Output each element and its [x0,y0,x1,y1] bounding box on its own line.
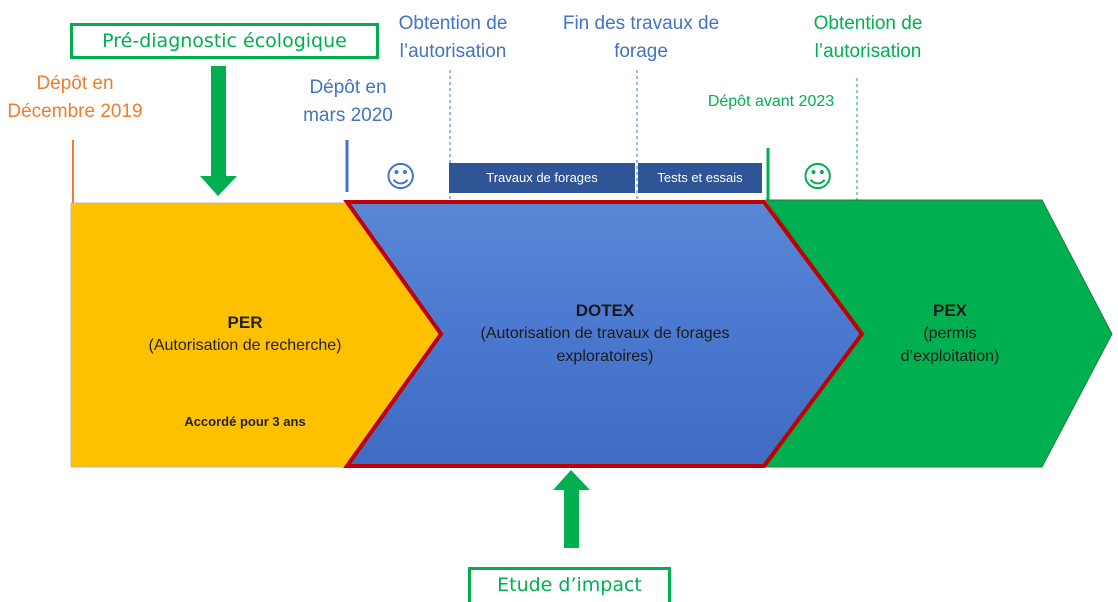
arrow-up-icon [553,470,590,548]
milestone-fin-travaux-line1: Fin des travaux de [562,13,720,34]
dotex-shape [343,200,865,468]
milestone-obtention-1: Obtention de l’autorisation [385,10,521,66]
milestone-obtention-2: Obtention de l’autorisation [800,10,936,66]
pex-subtitle-line1: (permis [923,325,977,342]
milestone-obtention-1-line2: l’autorisation [399,41,507,62]
per-note: Accordé pour 3 ans [184,414,306,429]
milestone-depot-2019: Dépôt en Décembre 2019 [0,70,150,126]
per-label-group: PER (Autorisation de recherche) [100,311,390,357]
milestone-depot-2023: Dépôt avant 2023 [696,88,846,116]
milestone-depot-2020-line1: Dépôt en [309,77,387,98]
per-subtitle: (Autorisation de recherche) [148,337,342,354]
milestone-obtention-2-line1: Obtention de [813,13,923,34]
milestone-depot-2019-line2: Décembre 2019 [7,101,143,122]
milestone-obtention-1-line1: Obtention de [398,13,508,34]
pre-diagnostic-callout: Pré-diagnostic écologique [70,23,379,59]
milestone-fin-travaux-line2: forage [614,41,668,62]
etude-impact-callout: Etude d’impact [468,567,671,602]
travaux-forages-bar: Travaux de forages [449,163,635,193]
milestone-depot-2020: Dépôt en mars 2020 [297,74,399,130]
arrow-down-icon [200,66,237,196]
pex-label-group: PEX (permis d’exploitation) [880,299,1020,368]
milestone-obtention-2-line2: l’autorisation [814,41,922,62]
milestone-depot-2019-line1: Dépôt en [36,73,114,94]
milestone-depot-2023-text: Dépôt avant 2023 [707,93,835,110]
pex-title: PEX [932,301,968,320]
smiley-blue-icon: ☺ [385,160,417,195]
per-title: PER [227,313,263,332]
dotex-subtitle-line1: (Autorisation de travaux de forages [480,325,730,342]
smiley-green-icon: ☺ [802,160,834,195]
dotex-subtitle-line2: exploratoires) [556,348,654,365]
pex-subtitle-line2: d’exploitation) [900,348,1000,365]
dotex-title: DOTEX [575,301,635,320]
milestone-depot-2020-line2: mars 2020 [303,105,393,126]
dotex-label-group: DOTEX (Autorisation de travaux de forage… [440,299,770,368]
tests-essais-bar: Tests et essais [638,163,762,193]
milestone-fin-travaux: Fin des travaux de forage [548,10,734,66]
